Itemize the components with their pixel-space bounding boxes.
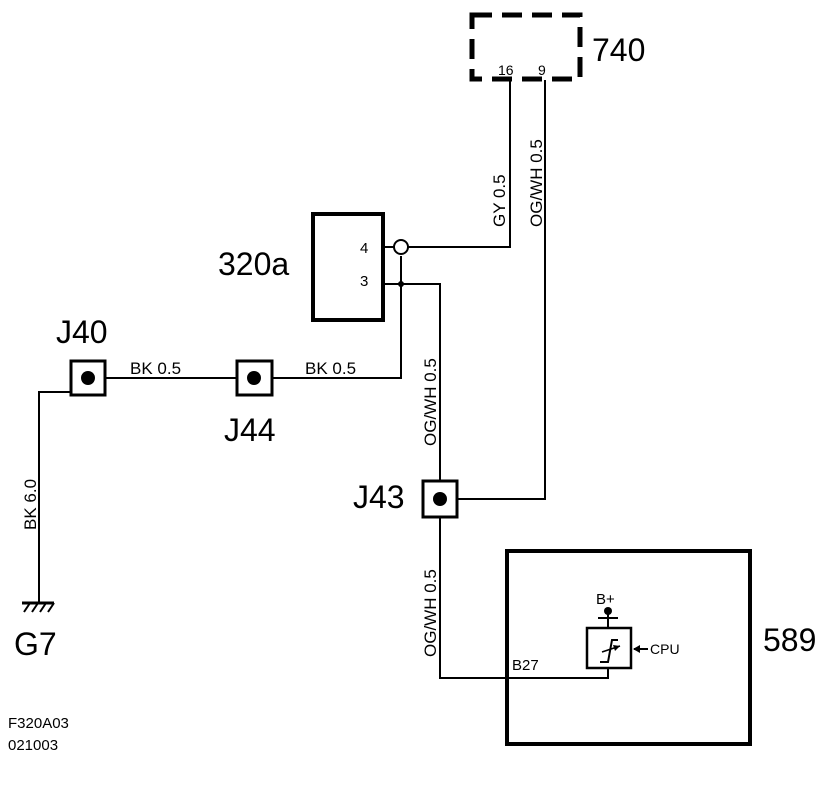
component-320a-label: 320a xyxy=(218,246,289,282)
component-320a-pin-3: 3 xyxy=(360,273,368,290)
wire-bk-j44-320a xyxy=(272,256,402,379)
junction-j40-label: J40 xyxy=(56,314,108,350)
ground-symbol xyxy=(22,601,55,613)
component-740-box xyxy=(469,12,583,82)
figure-id: F320A03 xyxy=(8,715,69,732)
component-320a-box xyxy=(311,212,385,322)
component-740-pin-16: 16 xyxy=(498,62,514,78)
junction-j44-dot xyxy=(247,371,261,385)
cpu-arrow-head xyxy=(633,645,640,653)
component-740-label: 740 xyxy=(592,32,645,68)
wire-bk-ground xyxy=(38,391,70,603)
wire-og-wh-740 xyxy=(455,80,546,500)
wire-label-gy: GY 0.5 xyxy=(490,174,509,227)
junction-j43-label: J43 xyxy=(353,479,405,515)
junction-j43-dot xyxy=(433,492,447,506)
wire-label-bk-j44-320a: BK 0.5 xyxy=(305,359,356,378)
cpu-label: CPU xyxy=(650,641,680,657)
date-code: 021003 xyxy=(8,737,58,754)
component-589-box xyxy=(505,549,752,746)
wire-label-og-wh-740: OG/WH 0.5 xyxy=(527,139,546,227)
junction-j40-dot xyxy=(81,371,95,385)
splice-dot xyxy=(398,281,404,287)
bplus-label: B+ xyxy=(596,591,615,608)
bplus-dot xyxy=(604,607,612,615)
wire-label-og-wh-lower: OG/WH 0.5 xyxy=(421,569,440,657)
wire-label-og-wh-upper: OG/WH 0.5 xyxy=(421,358,440,446)
switch-icon xyxy=(600,639,621,663)
ground-label: G7 xyxy=(14,626,57,662)
component-740-pin-9: 9 xyxy=(538,62,546,78)
wire-og-wh-lower xyxy=(439,517,609,679)
wire-label-bk-ground: BK 6.0 xyxy=(21,479,40,530)
component-320a-pin-4: 4 xyxy=(360,240,368,257)
wire-label-bk-j40-j44: BK 0.5 xyxy=(130,359,181,378)
wire-gy xyxy=(408,80,511,248)
junction-j44-label: J44 xyxy=(224,412,276,448)
component-589-label: 589 xyxy=(763,622,816,658)
component-589-pin-b27: B27 xyxy=(512,657,539,674)
crossover-hop xyxy=(393,239,409,255)
